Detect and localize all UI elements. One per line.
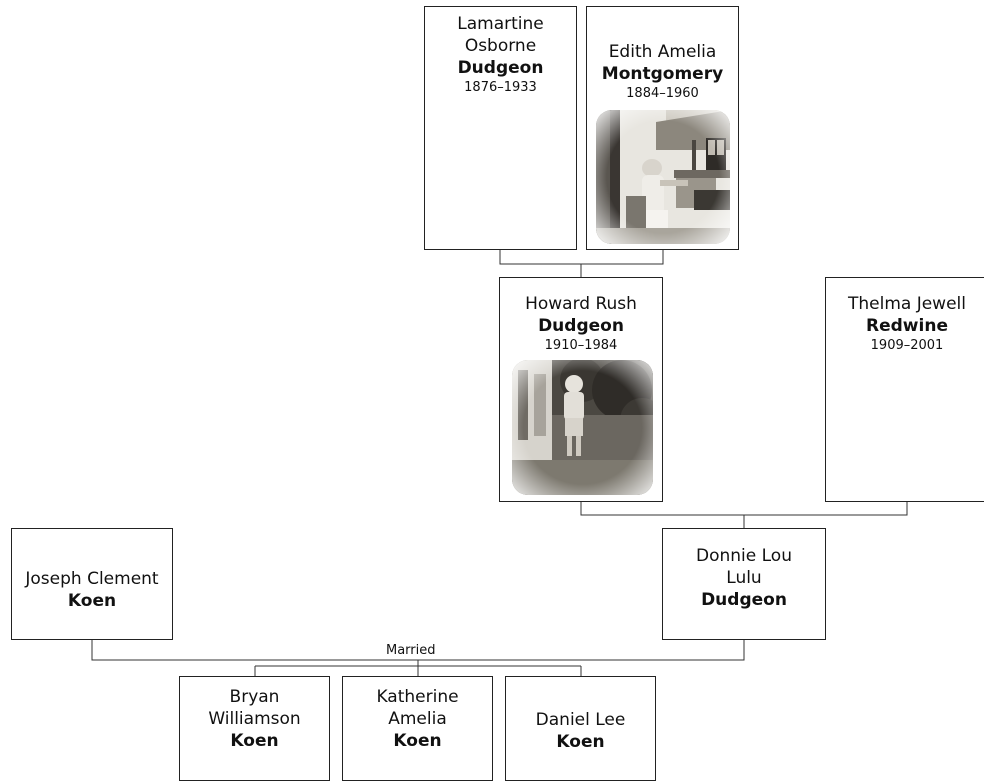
surname: Koen <box>230 731 279 751</box>
married-label: Married <box>383 643 439 659</box>
life-dates: 1884–1960 <box>626 86 699 101</box>
given-name: Daniel Lee <box>535 710 626 730</box>
couple-connector-lamartine-edith <box>499 249 664 265</box>
given-name: Amelia <box>388 709 447 729</box>
portrait-photo <box>596 110 730 244</box>
given-name: Howard Rush <box>525 294 637 314</box>
portrait-photo <box>512 360 653 495</box>
surname: Dudgeon <box>457 58 544 78</box>
life-dates: 1876–1933 <box>464 80 537 95</box>
given-name: Osborne <box>464 36 537 56</box>
person-box-thelma[interactable]: Thelma Jewell Redwine 1909–2001 <box>825 277 984 502</box>
surname: Koen <box>393 731 442 751</box>
person-box-joseph[interactable]: Joseph Clement Koen <box>11 528 173 640</box>
given-name: Lulu <box>726 568 762 588</box>
given-name: Williamson <box>208 709 301 729</box>
person-box-lamartine[interactable]: Lamartine Osborne Dudgeon 1876–1933 <box>424 6 577 250</box>
couple-connector-howard-thelma <box>580 501 908 516</box>
person-box-bryan[interactable]: Bryan Williamson Koen <box>179 676 330 781</box>
surname: Montgomery <box>601 64 724 84</box>
life-dates: 1910–1984 <box>544 338 618 353</box>
given-name: Donnie Lou <box>696 546 792 566</box>
given-name: Katherine <box>376 687 459 707</box>
person-box-katherine[interactable]: Katherine Amelia Koen <box>342 676 493 781</box>
person-box-donnie[interactable]: Donnie Lou Lulu Dudgeon <box>662 528 826 640</box>
given-name: Lamartine <box>457 14 544 34</box>
given-name: Edith Amelia <box>608 42 717 62</box>
surname: Dudgeon <box>701 590 787 610</box>
given-name: Joseph Clement <box>25 569 159 589</box>
life-dates: 1909–2001 <box>870 338 944 353</box>
surname: Koen <box>556 732 605 752</box>
person-box-howard[interactable]: Howard Rush Dudgeon 1910–1984 <box>499 277 663 502</box>
surname: Redwine <box>866 316 948 336</box>
person-box-daniel[interactable]: Daniel Lee Koen <box>505 676 656 781</box>
surname: Dudgeon <box>538 316 624 336</box>
person-box-edith[interactable]: Edith Amelia Montgomery 1884–1960 <box>586 6 739 250</box>
surname: Koen <box>67 591 117 611</box>
given-name: Thelma Jewell <box>847 294 966 314</box>
given-name: Bryan <box>229 687 280 707</box>
